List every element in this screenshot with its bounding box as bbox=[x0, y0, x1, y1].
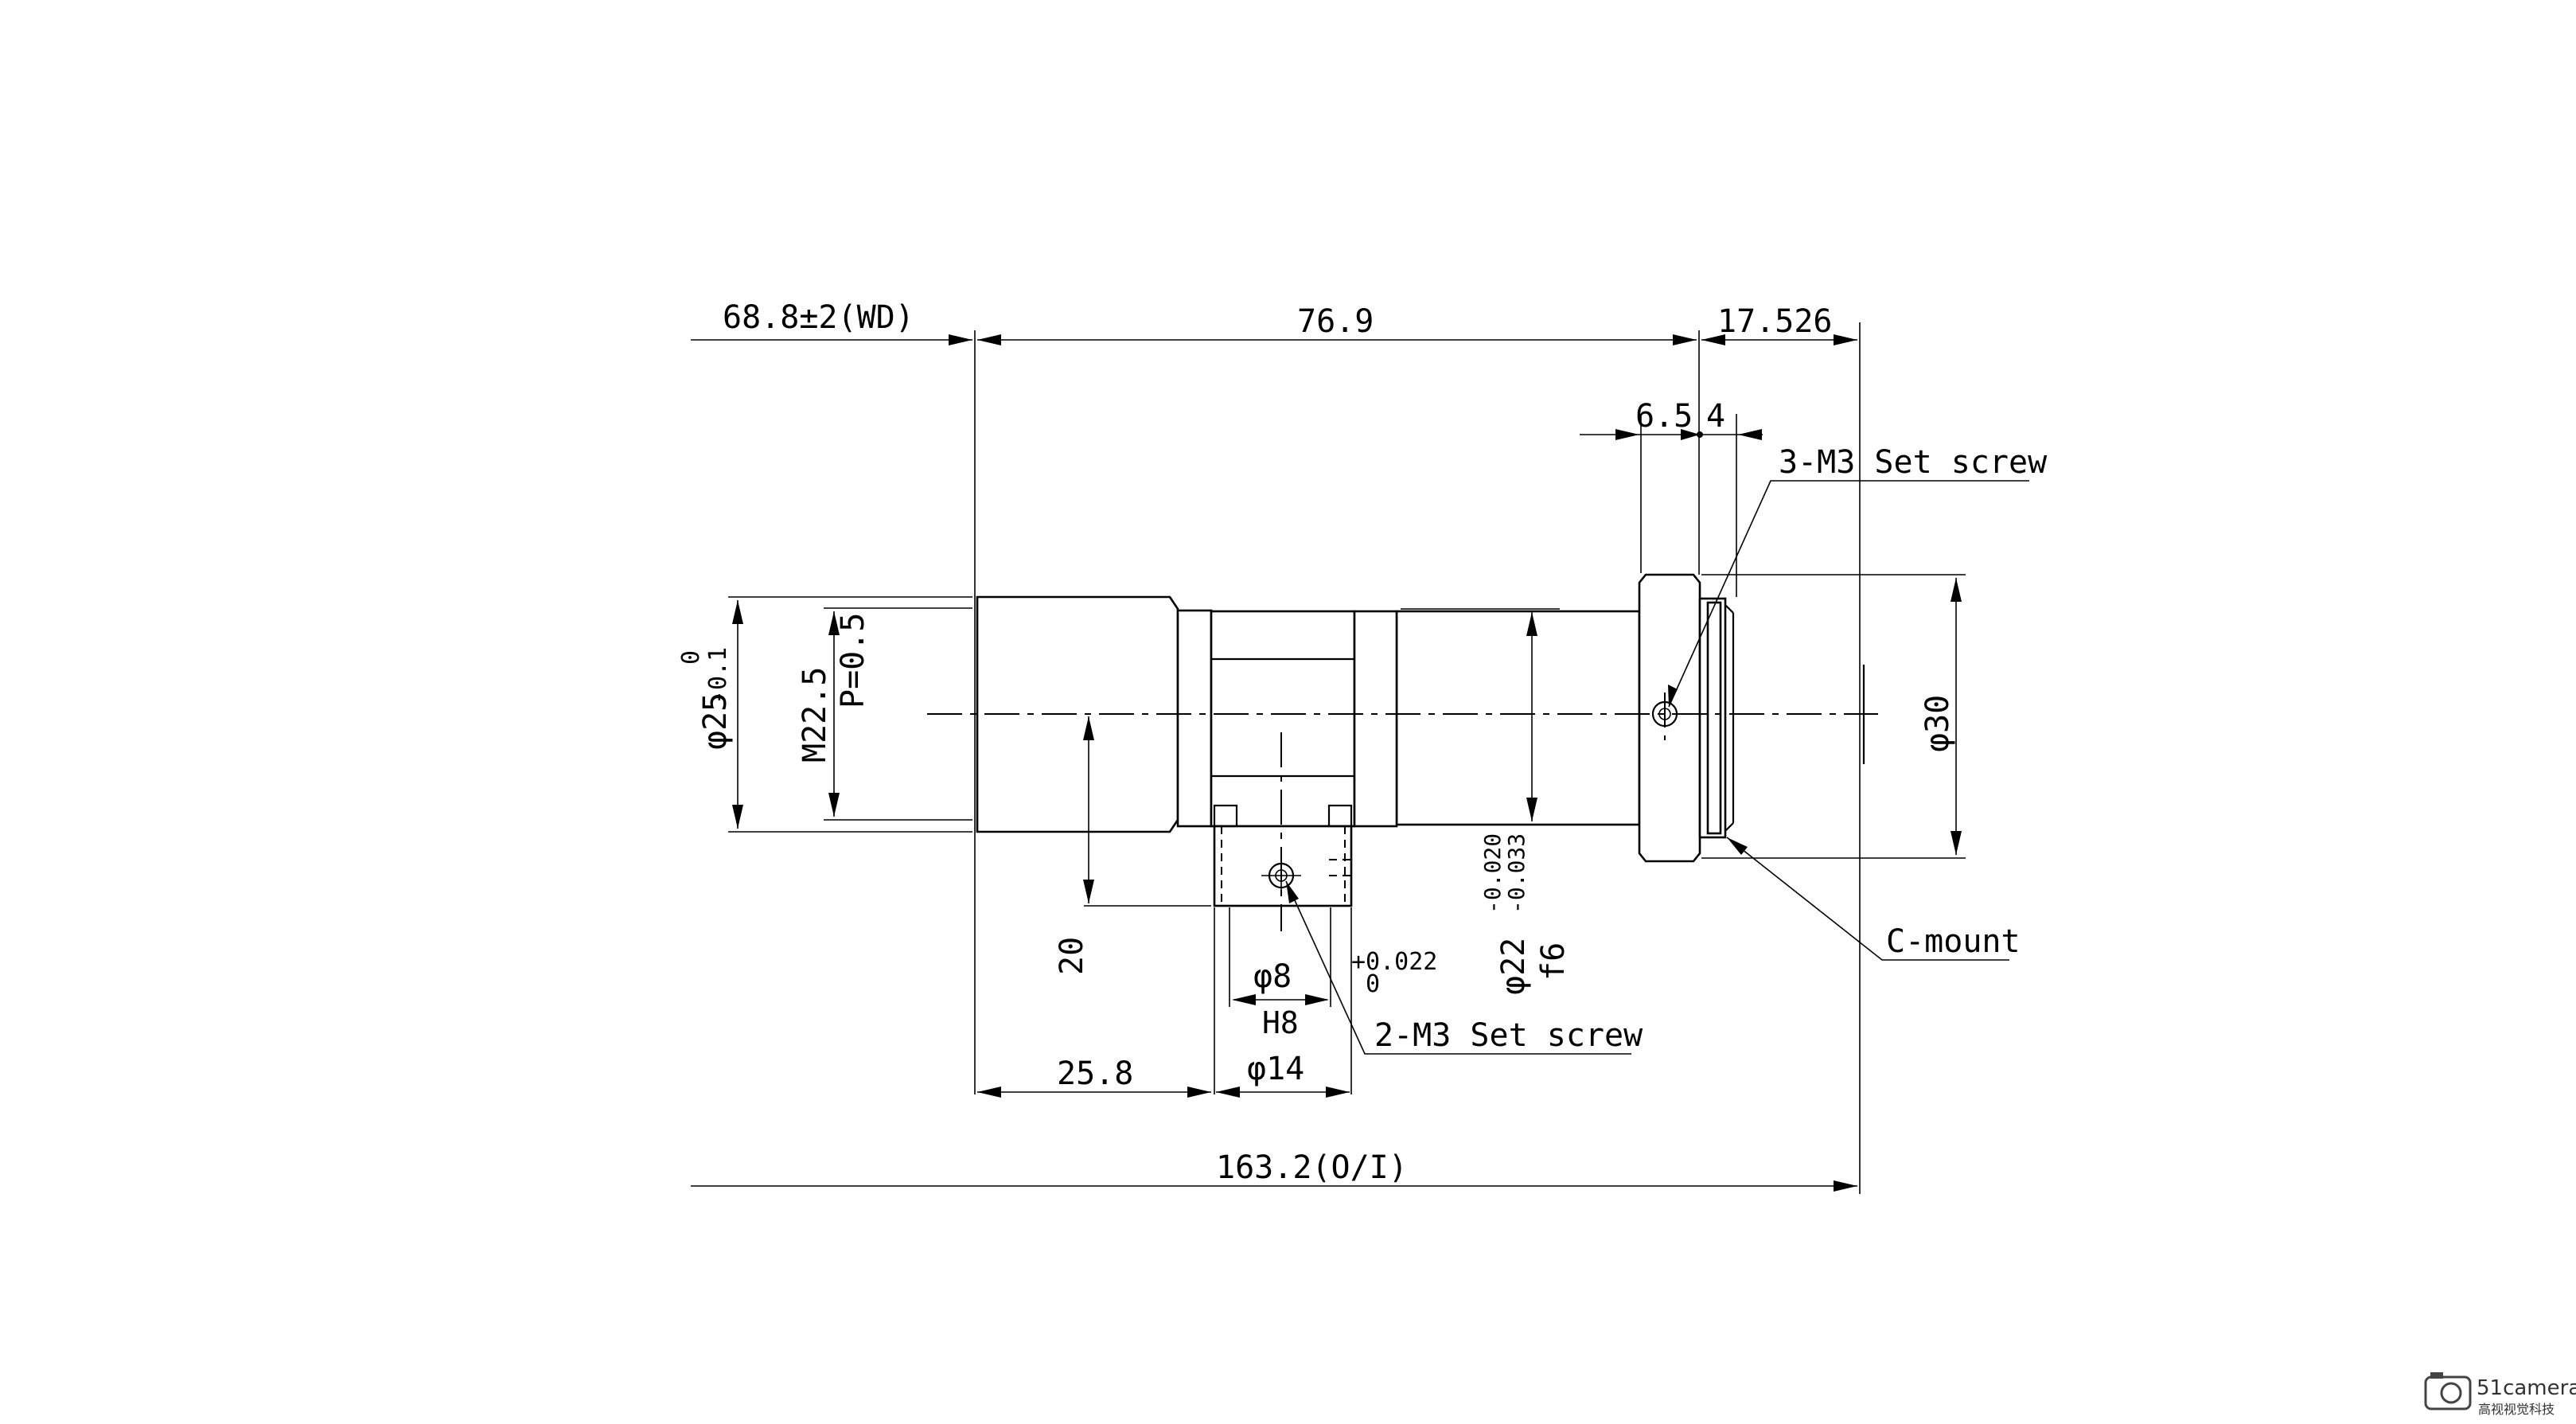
dim-bore-tol-up: +0.022 bbox=[1351, 948, 1437, 976]
dim-phi14: φ14 bbox=[1247, 1051, 1304, 1087]
dim-4: 4 bbox=[1706, 398, 1725, 435]
dim-76-9: 76.9 bbox=[1297, 303, 1374, 340]
callout-3m3-set-screw: 3-M3 Set screw bbox=[1779, 444, 2048, 481]
dim-bore-fit: H8 bbox=[1262, 1005, 1299, 1040]
callout-2m3-set-screw: 2-M3 Set screw bbox=[1374, 1017, 1643, 1054]
rear-tube bbox=[1395, 610, 1641, 826]
dim-17-526: 17.526 bbox=[1717, 303, 1833, 340]
clamp-block bbox=[1213, 825, 1353, 907]
dim-25-8: 25.8 bbox=[1057, 1055, 1133, 1092]
lens-body bbox=[976, 573, 1865, 907]
watermark-sub: 高视视觉科技 bbox=[2478, 1402, 2555, 1417]
dim-phi25-tol-low: -0.1 bbox=[704, 647, 732, 704]
dim-6-5: 6.5 bbox=[1635, 398, 1693, 435]
dimension-labels: 68.8±2(WD) 76.9 17.526 6.5 4 φ25 0 -0.1 … bbox=[677, 299, 2048, 1186]
camera-logo-icon bbox=[2424, 1375, 2472, 1410]
dim-bore-tol-low: 0 bbox=[1366, 970, 1380, 998]
dim-phi25: φ25 bbox=[697, 692, 734, 750]
dim-shaft-phi22: φ22 bbox=[1495, 938, 1532, 995]
callout-c-mount: C-mount bbox=[1886, 923, 2021, 960]
cmount-ring bbox=[1638, 573, 1701, 863]
dim-total: 163.2(O/I) bbox=[1216, 1149, 1408, 1186]
dim-phi8: φ8 bbox=[1253, 958, 1292, 995]
dim-phi25-tol-up: 0 bbox=[677, 650, 705, 665]
mount-block bbox=[1210, 610, 1356, 828]
dim-thread: M22.5 bbox=[797, 667, 833, 763]
extension-lines bbox=[728, 322, 1966, 1194]
dim-20: 20 bbox=[1054, 937, 1090, 975]
watermark: 51camera 高视视觉科技 bbox=[2424, 1372, 2576, 1417]
dim-shaft-tol-low: -0.033 bbox=[1503, 833, 1530, 914]
dim-phi30: φ30 bbox=[1919, 695, 1956, 752]
dimension-lines bbox=[691, 334, 1962, 1192]
leader-lines bbox=[1285, 480, 2029, 1055]
dim-pitch: P=0.5 bbox=[835, 613, 871, 708]
dim-shaft-tol-up: -0.020 bbox=[1479, 833, 1506, 914]
neck-section bbox=[1176, 609, 1213, 828]
watermark-brand: 51camera bbox=[2477, 1376, 2576, 1400]
dim-wd: 68.8±2(WD) bbox=[723, 299, 914, 336]
dim-shaft-fit: f6 bbox=[1535, 942, 1572, 981]
